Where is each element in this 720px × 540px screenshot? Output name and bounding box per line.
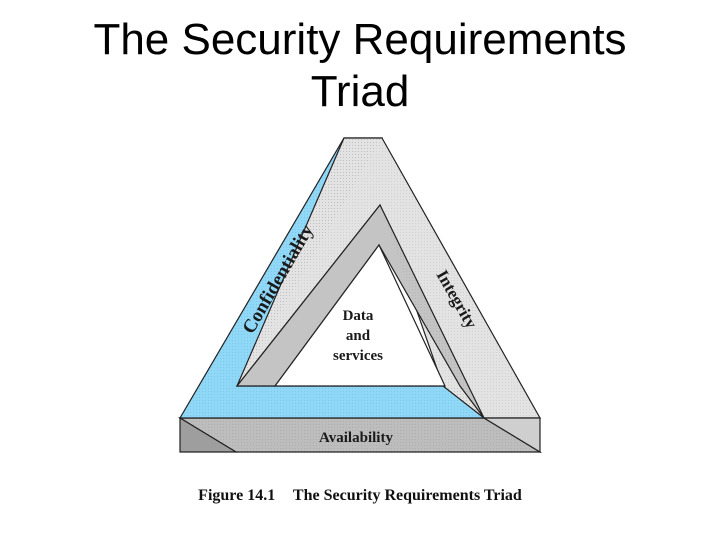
- center-label-line-1: Data: [343, 308, 374, 324]
- figure-caption: Figure 14.1 The Security Requirements Tr…: [0, 487, 720, 505]
- center-label-line-3: services: [333, 348, 383, 364]
- slide-title: The Security Requirements Triad: [0, 14, 720, 118]
- figure-title: The Security Requirements Triad: [292, 487, 522, 504]
- slide-title-line-1: The Security Requirements: [93, 15, 627, 64]
- figure-number: Figure 14.1: [198, 487, 276, 504]
- texture-overlay-avail: [180, 418, 540, 452]
- availability-label: Availability: [319, 430, 393, 446]
- slide-title-line-2: Triad: [310, 67, 410, 116]
- texture-overlay-integ: [237, 138, 540, 418]
- center-label-line-2: and: [346, 328, 371, 344]
